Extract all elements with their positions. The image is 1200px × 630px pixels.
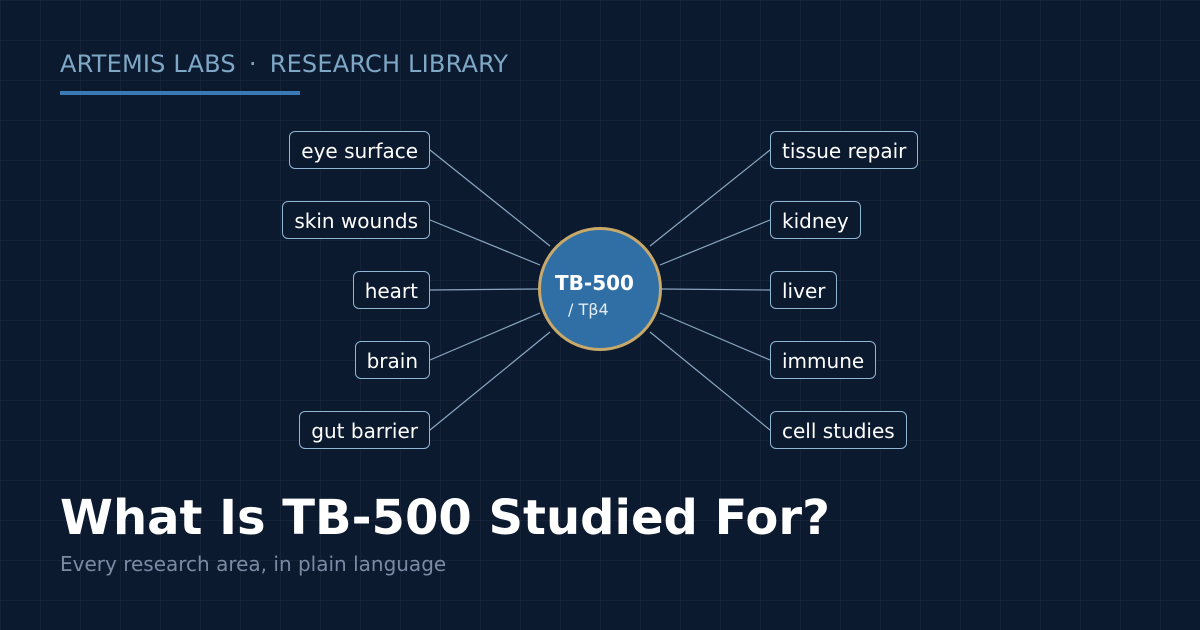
page-subtitle: Every research area, in plain language xyxy=(60,552,447,576)
connector-skin-wounds xyxy=(429,219,541,266)
node-skin-wounds: skin wounds xyxy=(282,201,430,239)
brand-header: ARTEMIS LABS · RESEARCH LIBRARY xyxy=(60,50,508,78)
brand-section: RESEARCH LIBRARY xyxy=(269,50,509,78)
hub-subtitle: / Tβ4 xyxy=(568,300,609,319)
node-tissue-repair: tissue repair xyxy=(770,131,919,169)
node-brain: brain xyxy=(354,341,430,379)
connector-liver xyxy=(661,288,771,291)
node-heart: heart xyxy=(352,271,430,309)
hub-node: TB-500 / Tβ4 xyxy=(538,227,662,351)
connector-heart xyxy=(429,288,539,291)
node-liver: liver xyxy=(770,271,838,309)
connector-tissue-repair xyxy=(649,149,771,247)
node-kidney: kidney xyxy=(770,201,861,239)
connector-cell-studies xyxy=(649,331,771,431)
node-immune: immune xyxy=(770,341,877,379)
brand-name: ARTEMIS LABS xyxy=(60,50,236,78)
node-cell-studies: cell studies xyxy=(770,411,907,449)
connector-immune xyxy=(659,312,771,361)
hub-title: TB-500 xyxy=(555,271,634,295)
node-eye-surface: eye surface xyxy=(289,131,430,169)
connector-gut-barrier xyxy=(429,331,551,431)
connector-kidney xyxy=(659,219,771,266)
connector-eye-surface xyxy=(429,149,551,247)
page-title: What Is TB-500 Studied For? xyxy=(60,490,830,546)
brand-underline xyxy=(60,91,300,95)
node-gut-barrier: gut barrier xyxy=(299,411,430,449)
connector-brain xyxy=(429,312,541,361)
brand-separator: · xyxy=(248,50,257,78)
